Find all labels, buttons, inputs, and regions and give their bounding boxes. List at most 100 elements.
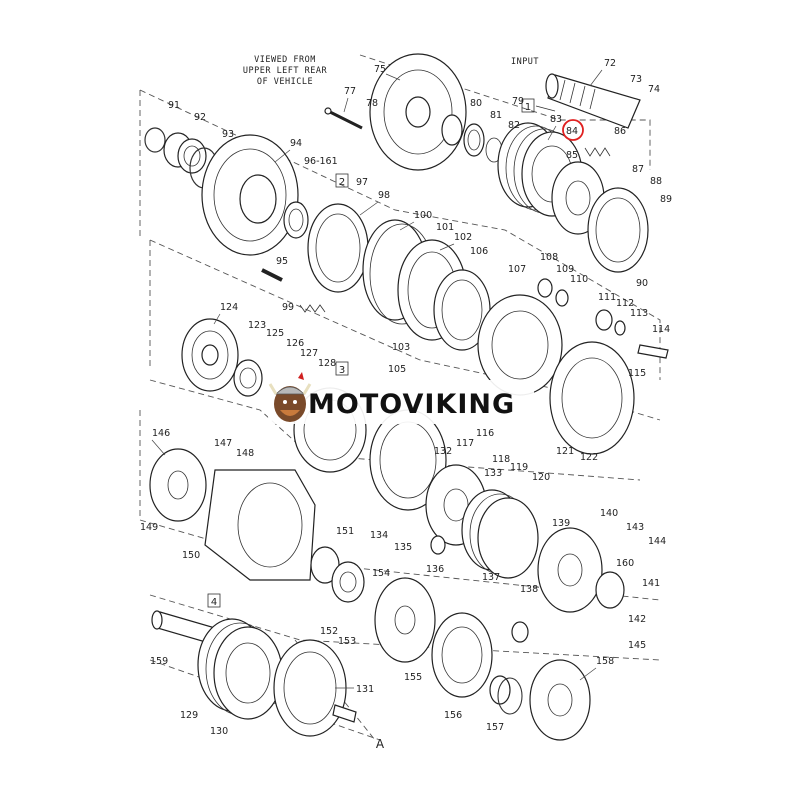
callout-118: 118 (492, 454, 510, 465)
callout-84: 84 (566, 126, 578, 137)
callout-158: 158 (596, 656, 614, 667)
callout-113: 113 (630, 308, 648, 319)
callout-107: 107 (508, 264, 526, 275)
flange-146-part (149, 448, 207, 522)
callout-labels: 72 73 74 75 77 78 79 80 81 82 83 84 85 8… (140, 58, 672, 737)
pin-95-part (261, 268, 283, 282)
callout-95: 95 (276, 256, 288, 267)
callout-157: 157 (486, 722, 504, 733)
clutch-plate-97-part (307, 203, 369, 293)
callout-86: 86 (614, 126, 626, 137)
callout-138: 138 (520, 584, 538, 595)
clutch-pack-1-part (497, 122, 583, 217)
callout-78: 78 (366, 98, 378, 109)
drum-129-lower-part (197, 618, 283, 720)
callout-72: 72 (604, 58, 616, 69)
housing-94-part (201, 134, 299, 256)
section-box-2: 2 (335, 173, 349, 188)
callout-155: 155 (404, 672, 422, 683)
callout-98: 98 (378, 190, 390, 201)
callout-96-161: 96-161 (304, 156, 338, 167)
view-note-line-3: OF VEHICLE (257, 77, 313, 87)
small-bearings-part (537, 278, 626, 336)
view-note: VIEWED FROM UPPER LEFT REAR OF VEHICLE (243, 55, 328, 87)
callout-77: 77 (344, 86, 356, 97)
reference-letter: A (376, 737, 385, 751)
callout-101: 101 (436, 222, 454, 233)
callout-146: 146 (152, 428, 170, 439)
callout-88: 88 (650, 176, 662, 187)
carrier-156-part (431, 612, 493, 698)
callout-81: 81 (490, 110, 502, 121)
callout-115: 115 (628, 368, 646, 379)
section-box-1-leader (535, 105, 556, 112)
callout-140: 140 (600, 508, 618, 519)
callout-149: 149 (140, 522, 158, 533)
callout-126: 126 (286, 338, 304, 349)
callout-142: 142 (628, 614, 646, 625)
leader-lines (151, 69, 603, 689)
callout-124: 124 (220, 302, 238, 313)
callout-110: 110 (570, 274, 588, 285)
bearing-136-part (430, 535, 529, 643)
callout-106: 106 (470, 246, 488, 257)
callout-132: 132 (434, 446, 452, 457)
gear-124-part (181, 318, 239, 392)
callout-148: 148 (236, 448, 254, 459)
callout-97: 97 (356, 177, 368, 188)
callout-91: 91 (168, 100, 180, 111)
callout-122: 122 (580, 452, 598, 463)
flange-158-part (529, 659, 591, 741)
bolt-part (324, 107, 363, 130)
ring-gear-130-part (273, 639, 357, 737)
snap-ring-91-part (144, 127, 166, 153)
callout-120: 120 (532, 472, 550, 483)
callout-121: 121 (556, 446, 574, 457)
bearing-157-part (489, 675, 523, 715)
hub-141-part (595, 571, 625, 609)
callout-147: 147 (214, 438, 232, 449)
callout-99: 99 (282, 302, 294, 313)
callout-159: 159 (150, 656, 168, 667)
case-148-part (204, 469, 316, 581)
plate-155-part (374, 577, 436, 663)
gear-139-part (537, 527, 603, 613)
section-box-3: 3 (335, 361, 349, 376)
callout-74: 74 (648, 84, 660, 95)
callout-79: 79 (512, 96, 524, 107)
callout-73: 73 (630, 74, 642, 85)
svg-text:3: 3 (339, 365, 345, 376)
callout-100: 100 (414, 210, 432, 221)
splined-sleeve-part (163, 132, 207, 174)
callout-123: 123 (248, 320, 266, 331)
callout-139: 139 (552, 518, 570, 529)
callout-116: 116 (476, 428, 494, 439)
callout-156: 156 (444, 710, 462, 721)
svg-text:4: 4 (211, 597, 217, 608)
callout-131: 131 (356, 684, 374, 695)
callout-136: 136 (426, 564, 444, 575)
callout-160: 160 (616, 558, 634, 569)
callout-145: 145 (628, 640, 646, 651)
piston-part (587, 187, 649, 273)
callout-94: 94 (290, 138, 302, 149)
callout-130: 130 (210, 726, 228, 737)
callout-90: 90 (636, 278, 648, 289)
callout-154: 154 (372, 568, 390, 579)
seal-ring-parts (441, 114, 503, 163)
clutch-plates-100-103-part (362, 219, 491, 351)
view-note-line-2: UPPER LEFT REAR (243, 66, 328, 76)
callout-125: 125 (266, 328, 284, 339)
callout-103: 103 (392, 342, 410, 353)
input-note: INPUT (511, 57, 539, 67)
callout-129: 129 (180, 710, 198, 721)
callout-133: 133 (484, 468, 502, 479)
callout-80: 80 (470, 98, 482, 109)
callout-143: 143 (626, 522, 644, 533)
callout-144: 144 (648, 536, 666, 547)
input-shaft-part (545, 73, 641, 129)
view-note-line-1: VIEWED FROM (254, 55, 316, 65)
callout-111: 111 (598, 292, 616, 303)
section-box-1: 1 (521, 98, 535, 113)
